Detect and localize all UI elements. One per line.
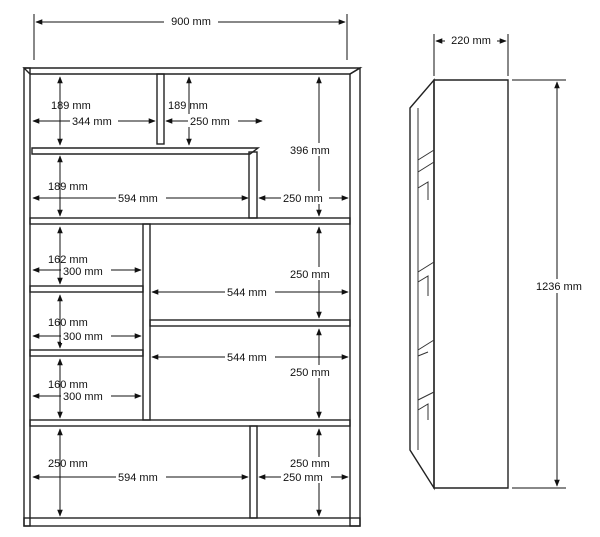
side-shelf-1b bbox=[417, 161, 435, 173]
label-row2-right-width: 250 mm bbox=[283, 193, 323, 205]
label-left-lower-height: 160 mm bbox=[48, 379, 88, 391]
label-overall-width: 900 mm bbox=[171, 16, 211, 28]
label-right-upper-height: 250 mm bbox=[290, 269, 330, 281]
label-bottom-mid-width: 594 mm bbox=[118, 472, 158, 484]
label-top-left-height: 189 mm bbox=[51, 100, 91, 112]
label-bg bbox=[61, 390, 111, 403]
shelf-left-2 bbox=[29, 349, 144, 357]
top-panel bbox=[22, 67, 363, 75]
side-shelf-4b bbox=[417, 351, 429, 357]
shelf-row-bottom bbox=[29, 419, 351, 427]
bottom-panel bbox=[23, 517, 361, 527]
side-shelf-5b bbox=[417, 403, 429, 420]
label-bg bbox=[188, 114, 238, 127]
label-row2-height: 189 mm bbox=[48, 181, 88, 193]
label-height: 1236 mm bbox=[536, 281, 582, 293]
label-bg bbox=[61, 330, 111, 343]
label-bg bbox=[288, 365, 338, 378]
side-view: 220 mm 1236 mm bbox=[409, 33, 589, 491]
side-shelf-4 bbox=[417, 339, 435, 351]
label-depth: 220 mm bbox=[451, 35, 491, 47]
label-right-lower-width: 544 mm bbox=[227, 352, 267, 364]
label-top-mid-height: 189 mm bbox=[168, 100, 208, 112]
front-view: 900 mm 189 mm 344 mm 189 mm 250 mm 396 m… bbox=[22, 14, 363, 527]
label-bg bbox=[281, 470, 331, 483]
label-top-right-height: 396 mm bbox=[290, 145, 330, 157]
label-right-lower-height: 250 mm bbox=[290, 367, 330, 379]
label-row2-width: 594 mm bbox=[118, 193, 158, 205]
label-bg bbox=[116, 191, 166, 204]
label-bg bbox=[164, 14, 218, 28]
divider-row2 bbox=[248, 151, 258, 219]
label-left-lower-width: 300 mm bbox=[63, 391, 103, 403]
label-bottom-left-height: 250 mm bbox=[48, 458, 88, 470]
shelf-left-1 bbox=[29, 285, 144, 293]
label-bg bbox=[225, 350, 275, 363]
shelf-right-1 bbox=[149, 319, 351, 327]
label-left-upper-width: 300 mm bbox=[63, 266, 103, 278]
side-panel bbox=[433, 79, 509, 489]
label-bg bbox=[61, 264, 111, 277]
side-shelf-3 bbox=[417, 261, 435, 273]
shelf-row1 bbox=[31, 147, 261, 155]
shelf-row2 bbox=[29, 217, 351, 225]
label-bg bbox=[288, 143, 340, 156]
side-shelf-1 bbox=[417, 149, 435, 161]
divider-middle bbox=[142, 223, 151, 421]
label-top-mid-width: 250 mm bbox=[190, 116, 230, 128]
divider-top-1 bbox=[156, 73, 165, 145]
label-bg bbox=[288, 457, 338, 470]
label-bg bbox=[281, 191, 329, 204]
label-left-mid-width: 300 mm bbox=[63, 331, 103, 343]
label-bottom-right-height: 250 mm bbox=[290, 458, 330, 470]
side-shelf-3b bbox=[417, 275, 429, 296]
right-side-panel bbox=[349, 66, 361, 527]
label-left-upper-height: 162 mm bbox=[48, 254, 88, 266]
label-bg bbox=[70, 114, 118, 127]
label-bg bbox=[116, 470, 166, 483]
left-side-panel bbox=[23, 67, 31, 527]
label-right-upper-width: 544 mm bbox=[227, 287, 267, 299]
label-bottom-right-width: 250 mm bbox=[283, 472, 323, 484]
label-bg bbox=[225, 285, 275, 298]
label-left-mid-height: 160 mm bbox=[48, 317, 88, 329]
label-bg bbox=[288, 267, 338, 280]
divider-bottom bbox=[249, 425, 258, 519]
side-front-face bbox=[409, 78, 435, 491]
label-top-left-width: 344 mm bbox=[72, 116, 112, 128]
side-shelf-2 bbox=[417, 181, 429, 200]
label-bg bbox=[445, 33, 497, 47]
side-shelf-5 bbox=[417, 391, 435, 401]
label-bg bbox=[533, 279, 589, 293]
